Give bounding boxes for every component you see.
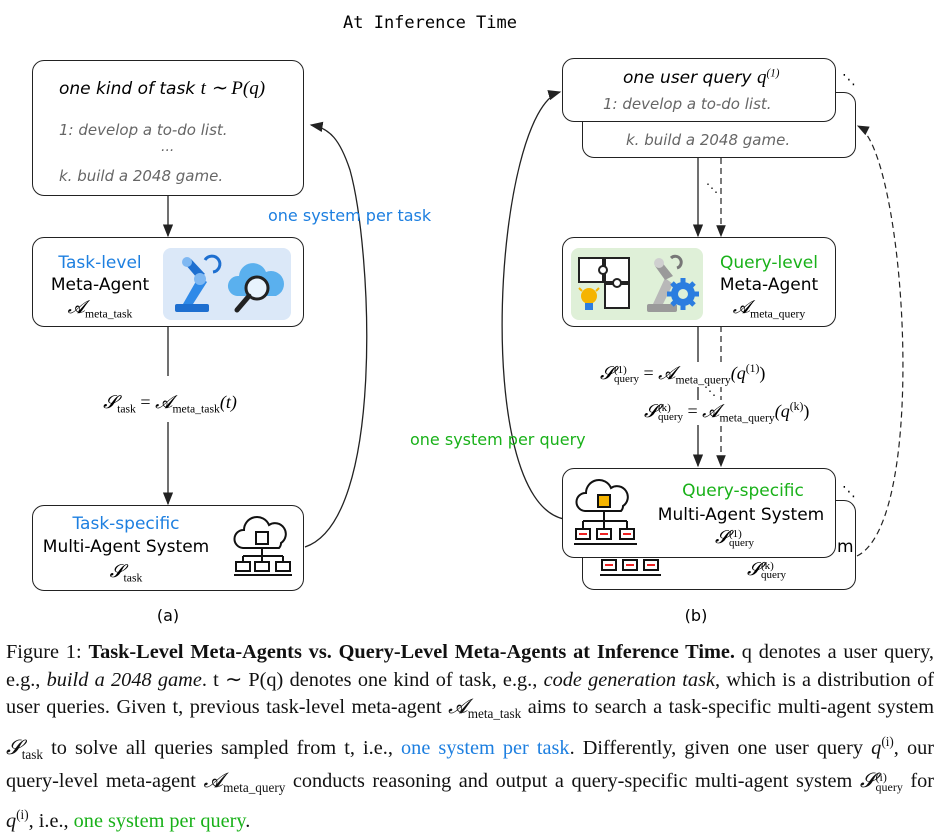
- loop-arrow-task: [304, 121, 368, 548]
- task-item-k: k. build a 2048 game.: [59, 167, 224, 185]
- loop-label-task: one system per task: [268, 206, 432, 225]
- query-system-box: Query-specific Multi-Agent System 𝓢(1)qu…: [562, 468, 836, 558]
- puzzle-lightbulb-icon: [578, 257, 630, 310]
- task-meta-icon-panel: [163, 248, 291, 320]
- task-box: one kind of task t ∼ P(q) 1: develop a t…: [32, 60, 304, 196]
- task-ellipsis: ...: [161, 139, 175, 155]
- dots-between-arrows: ⋱: [706, 181, 718, 195]
- cloud-network-icon: [233, 516, 292, 576]
- cloud-search-icon: [227, 263, 284, 313]
- caption-bold: Task-Level Meta-Agents vs. Query-Level M…: [88, 641, 735, 663]
- task-item-1: 1: develop a to-do list.: [59, 121, 228, 139]
- panel-a-label: (a): [156, 606, 180, 625]
- task-meta-agent-name: Meta-Agent: [50, 275, 150, 295]
- query-meta-icon-panel: [571, 248, 703, 320]
- query-system-symbol-k: 𝓢(k)query: [747, 559, 786, 581]
- figure-caption: Figure 1: Task-Level Meta-Agents vs. Que…: [6, 641, 935, 833]
- task-meta-agent-symbol: 𝓐meta_task: [67, 297, 133, 321]
- query-box: one user query q(1) 1: develop a to-do l…: [562, 58, 836, 122]
- dots-top-right: ⋱: [842, 72, 856, 88]
- task-system-box: Task-specific Multi-Agent System 𝓢task: [32, 505, 304, 591]
- back-box-fragment: m: [837, 537, 854, 557]
- query-item-k: k. build a 2048 game.: [626, 131, 791, 149]
- equation-vertical-dots: ⋱: [704, 384, 716, 398]
- caption-blue-phrase: one system per task: [401, 736, 570, 759]
- query-meta-agent-name: Meta-Agent: [719, 275, 819, 295]
- query-level-label: Query-level: [720, 253, 818, 273]
- cloud-network-icon: [574, 479, 637, 545]
- robot-arm-icon: [175, 254, 222, 312]
- robot-gear-icon: [647, 254, 699, 312]
- query-meta-agent-symbol: 𝓐meta_query: [732, 297, 806, 321]
- query-item-1: 1: develop a to-do list.: [603, 95, 772, 113]
- task-system-symbol: 𝓢task: [109, 561, 143, 585]
- dots-bottom-right: ⋱: [842, 484, 856, 500]
- task-system-name: Multi-Agent System: [42, 537, 210, 557]
- task-meta-agent-box: Task-level Meta-Agent 𝓐meta_task: [32, 237, 304, 327]
- back-computers-icon: [600, 559, 661, 576]
- query-system-name: Multi-Agent System: [657, 505, 825, 525]
- panel-b-label: (b): [684, 606, 708, 625]
- task-specific-label: Task-specific: [72, 514, 180, 534]
- loop-arrow-query: [501, 90, 565, 520]
- query-meta-agent-box: Query-level Meta-Agent 𝓐meta_query: [562, 237, 836, 327]
- query-specific-label: Query-specific: [682, 481, 804, 501]
- caption-green-phrase: one system per query: [73, 810, 246, 833]
- caption-prefix: Figure 1:: [6, 641, 89, 663]
- query-equation-k: 𝓢(k)query = 𝓐meta_query(q(k)): [644, 400, 810, 425]
- figure-title: At Inference Time: [343, 13, 517, 33]
- query-heading: one user query q(1): [623, 67, 780, 88]
- dashed-loop-arrow-query: [856, 125, 904, 557]
- query-system-symbol-1: 𝓢(1)query: [715, 527, 754, 549]
- task-heading: one kind of task t ∼ P(q): [59, 78, 266, 99]
- task-level-label: Task-level: [58, 253, 142, 273]
- task-equation: 𝓢task = 𝓐meta_task(t): [103, 392, 237, 416]
- loop-label-query: one system per query: [410, 430, 586, 449]
- query-equation-1: 𝓢(1)query = 𝓐meta_query(q(1)): [600, 362, 766, 387]
